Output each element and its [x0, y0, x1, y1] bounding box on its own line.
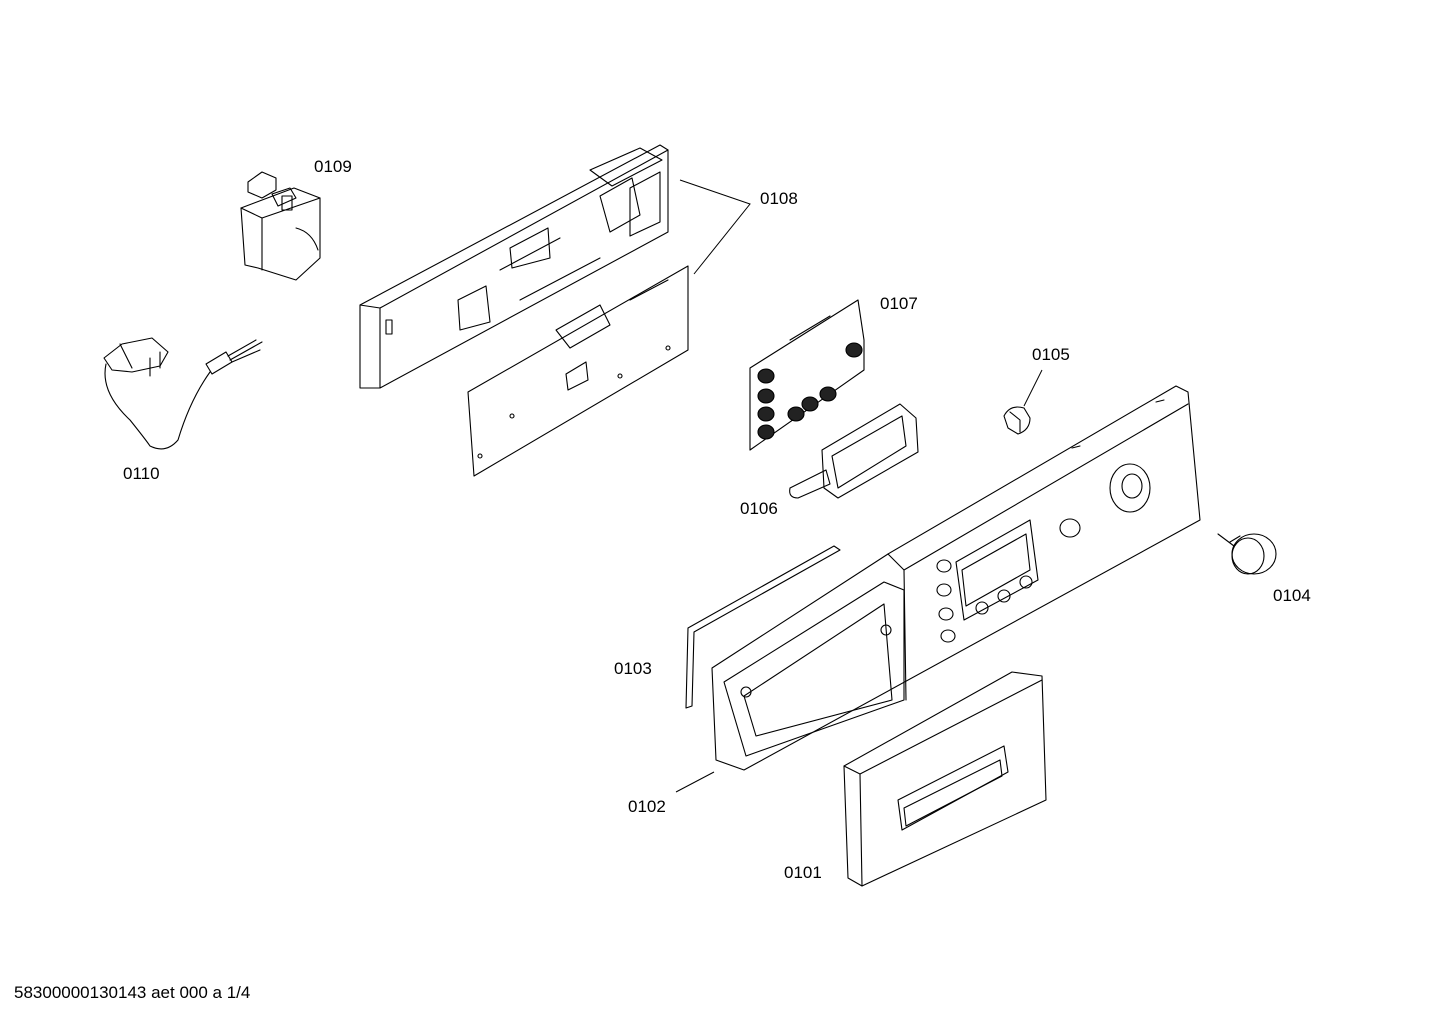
part-0104-knob[interactable] — [1217, 533, 1277, 575]
part-0106-display[interactable] — [789, 403, 919, 499]
label-0106[interactable]: 0106 — [740, 499, 778, 518]
part-0110-mains-cable[interactable] — [103, 337, 263, 450]
label-0110[interactable]: 0110 — [123, 464, 160, 483]
part-0107-control-module[interactable] — [749, 299, 865, 451]
label-0109[interactable]: 0109 — [314, 157, 352, 176]
part-0101-handle[interactable] — [843, 671, 1047, 887]
part-0109-filter[interactable] — [240, 171, 321, 281]
label-0108[interactable]: 0108 — [760, 189, 798, 208]
label-0101[interactable]: 0101 — [784, 863, 822, 882]
part-0105-button[interactable] — [1003, 406, 1031, 435]
label-0107[interactable]: 0107 — [880, 294, 918, 313]
part-0108-board[interactable] — [467, 265, 689, 477]
part-0102-fascia[interactable] — [711, 385, 1201, 771]
document-footer-code: 58300000130143 aet 000 a 1/4 — [14, 983, 251, 1002]
label-0102[interactable]: 0102 — [628, 797, 666, 816]
part-0103-seal[interactable] — [685, 545, 841, 709]
part-0108-housing[interactable] — [359, 144, 669, 389]
label-0103[interactable]: 0103 — [614, 659, 652, 678]
label-0105[interactable]: 0105 — [1032, 345, 1070, 364]
label-0104[interactable]: 0104 — [1273, 586, 1311, 605]
